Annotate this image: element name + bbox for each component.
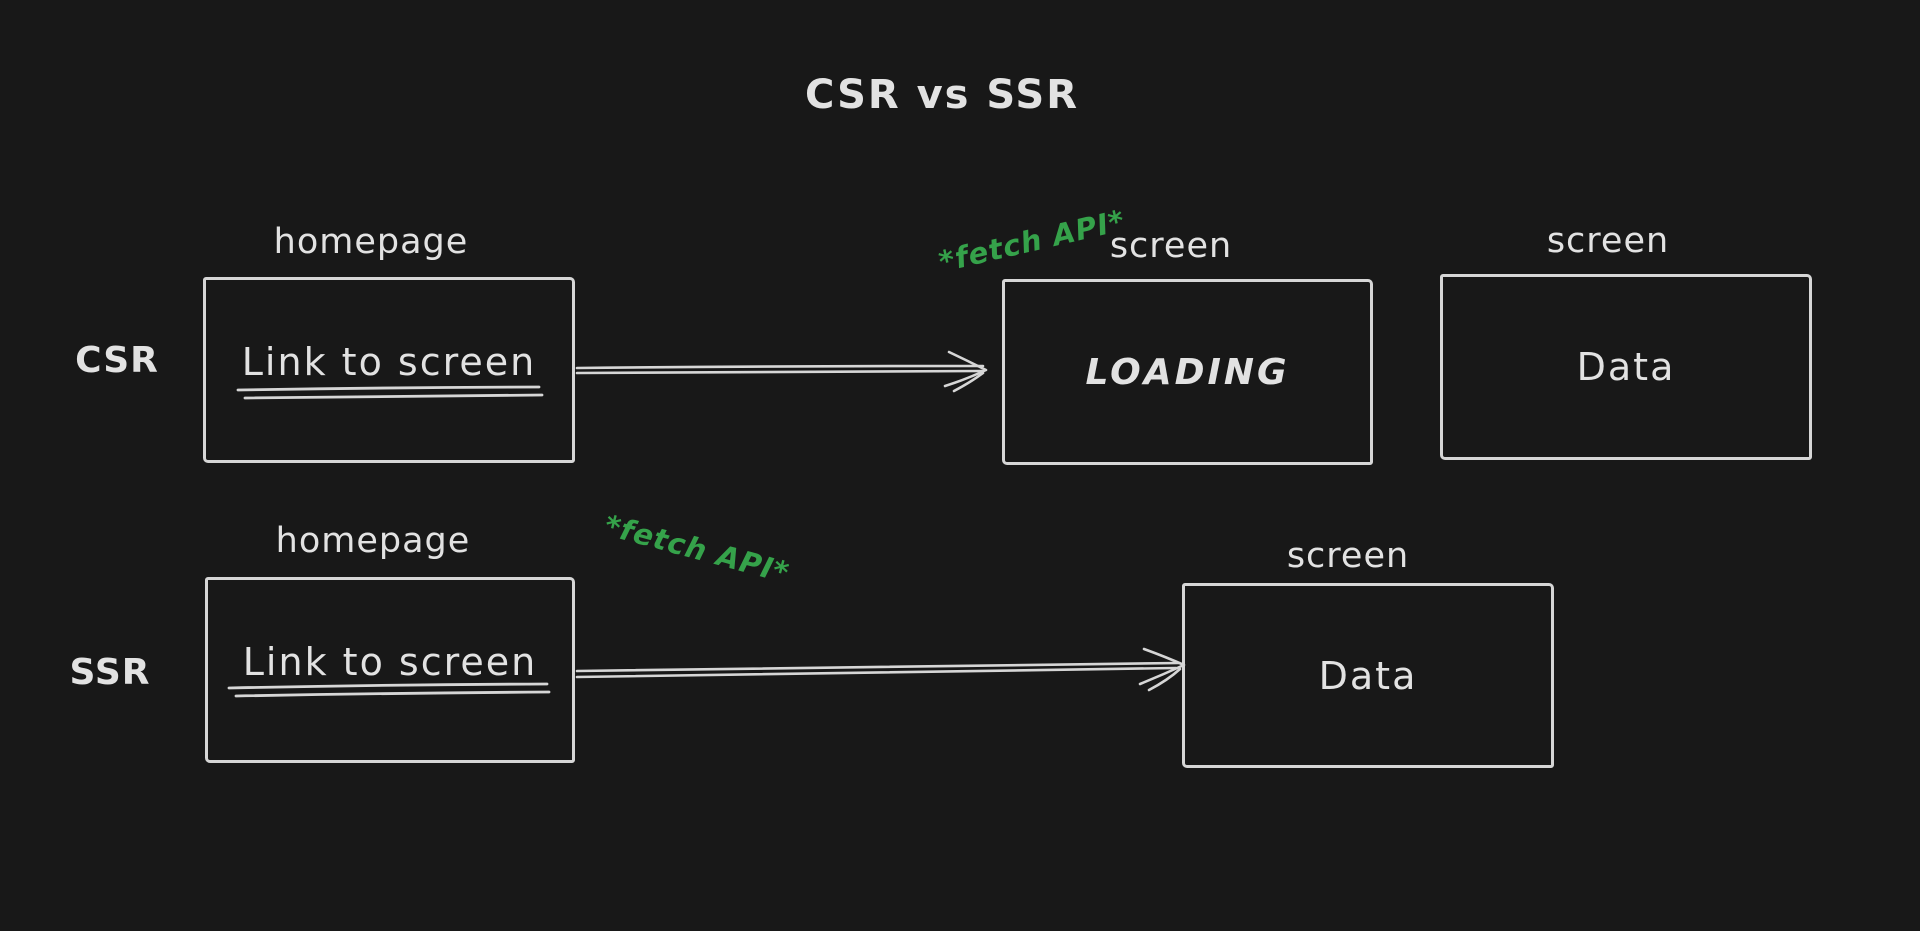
ssr-data-text: Data: [1318, 653, 1418, 698]
csr-data-text: Data: [1576, 345, 1676, 389]
ssr-data-screen-caption: screen: [1286, 536, 1410, 576]
ssr-homepage-box: Link to screen: [205, 577, 575, 763]
csr-link-to-screen-text: Link to screen: [241, 340, 537, 384]
csr-data-screen-box: Data: [1440, 274, 1812, 460]
ssr-data-screen-box: Data: [1182, 583, 1554, 768]
ssr-row-label: SSR: [69, 652, 151, 693]
ssr-fetch-api-note: *fetch API*: [600, 508, 794, 590]
csr-homepage-box: Link to screen: [203, 277, 575, 463]
ssr-link-to-screen-text: Link to screen: [242, 640, 538, 684]
csr-loading-text: LOADING: [1085, 351, 1290, 393]
csr-data-screen-caption: screen: [1546, 221, 1670, 261]
csr-loading-screen-box: LOADING: [1002, 279, 1373, 465]
ssr-homepage-caption: homepage: [275, 521, 471, 561]
csr-loading-screen-caption: screen: [1109, 226, 1233, 266]
csr-row-label: CSR: [75, 340, 159, 381]
diagram-title: CSR vs SSR: [804, 72, 1080, 118]
csr-navigation-arrow: [575, 350, 988, 393]
csr-homepage-caption: homepage: [273, 222, 469, 262]
ssr-navigation-arrow: [575, 647, 1186, 692]
